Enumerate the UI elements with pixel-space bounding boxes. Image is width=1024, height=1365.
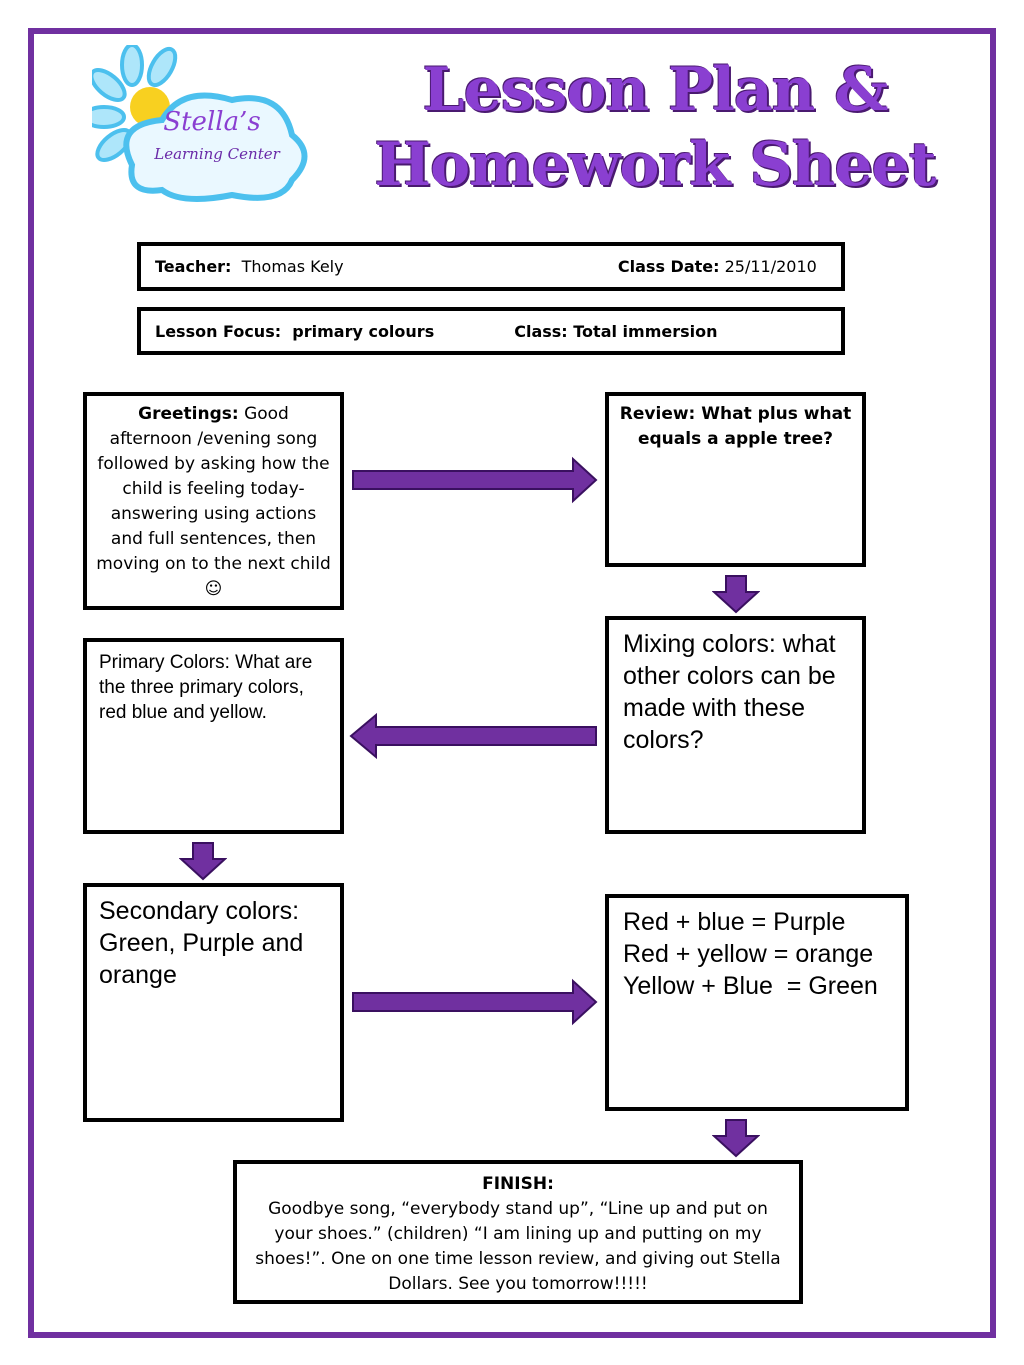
combinations-box: Red + blue = Purple Red + yellow = orang… [605,894,909,1111]
mixing-box: Mixing colors: what other colors can be … [605,616,866,834]
arrow-right-icon [352,978,598,1026]
greetings-text: Good afternoon /evening song followed by… [96,404,331,599]
logo-flower-cloud-icon [82,43,308,202]
focus-value: primary colours [292,321,435,341]
arrow-down-icon [712,575,760,614]
page-title-line1: Lesson Plan & [422,55,889,125]
finish-label: FINISH: [482,1174,554,1194]
secondary-text: Secondary colors: Green, Purple and oran… [99,897,304,989]
primary-colors-box: Primary Colors: What are the three prima… [83,638,344,834]
finish-box: FINISH: Goodbye song, “everybody stand up… [233,1160,803,1304]
greetings-box: Greetings: Good afternoon /evening song … [83,392,344,610]
arrow-down-icon [712,1119,760,1158]
review-text: Review: What plus what equals a apple tr… [619,404,852,449]
lesson-focus-box: Lesson Focus: primary colours Class: Tot… [137,307,845,355]
logo: Stella’s Learning Center [82,43,312,205]
finish-text: Goodbye song, “everybody stand up”, “Lin… [255,1199,781,1294]
page-title-line2: Homework Sheet [374,130,936,200]
arrow-left-icon [349,712,597,760]
arrow-right-icon [352,456,598,504]
teacher-name: Thomas Kely [241,257,344,276]
mixing-text: Mixing colors: what other colors can be … [623,630,836,754]
combo-item: Red + blue = Purple [623,908,846,936]
teacher-date-box: Teacher: Thomas Kely Class Date: 25/11/2… [137,242,845,291]
greetings-label: Greetings: [138,404,239,424]
combo-item: Yellow + Blue = Green [623,972,878,1000]
primary-text: Primary Colors: What are the three prima… [99,652,313,723]
class-label: Class: [514,321,568,341]
class-value: Total immersion [573,321,718,341]
class-date-label: Class Date: [617,257,720,276]
logo-subtitle: Learning Center [154,145,280,163]
review-box: Review: What plus what equals a apple tr… [605,392,866,567]
page-border [28,28,996,1338]
secondary-colors-box: Secondary colors: Green, Purple and oran… [83,883,344,1122]
combo-item: Red + yellow = orange [623,940,874,968]
arrow-down-icon [179,842,227,881]
focus-label: Lesson Focus: [155,321,282,341]
logo-name: Stella’s [163,107,261,137]
class-date: 25/11/2010 [724,257,817,276]
teacher-label: Teacher: [155,257,232,276]
